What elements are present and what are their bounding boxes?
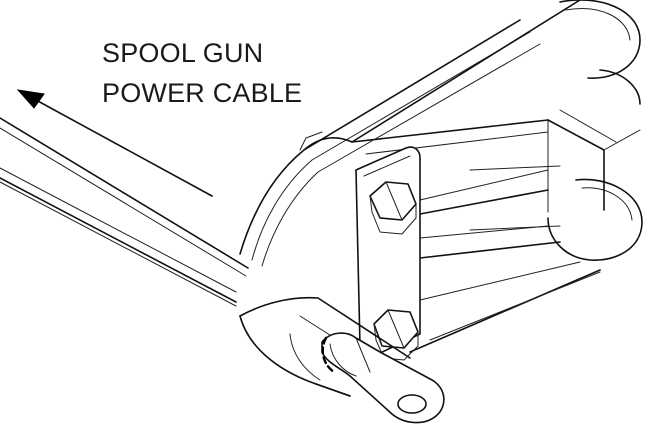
- power-cable: [0, 117, 249, 307]
- arrow-icon: [16, 89, 213, 197]
- callout-label-line-1: SPOOL GUN: [102, 38, 264, 68]
- base-edges: [315, 271, 601, 397]
- callout-label-line-2: POWER CABLE: [102, 78, 303, 108]
- gun-housing: [239, 0, 643, 353]
- ring-terminal: [321, 332, 445, 424]
- hex-bolt-upper: [369, 181, 417, 235]
